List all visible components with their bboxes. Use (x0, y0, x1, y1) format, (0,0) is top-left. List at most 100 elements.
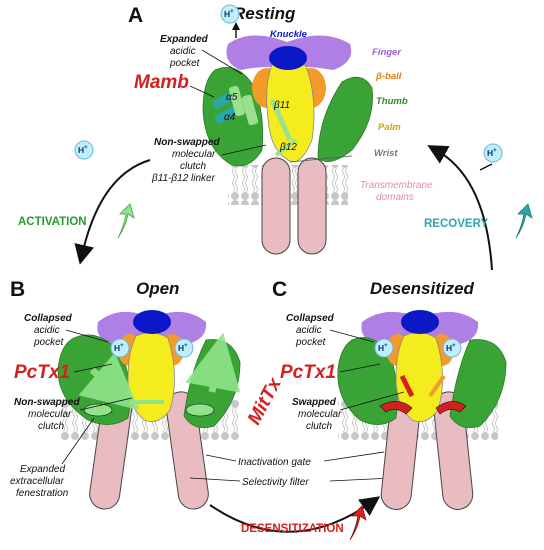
label-fen-1: Expanded (20, 464, 65, 475)
desensitization-arc (209, 496, 381, 533)
svg-text:H+: H+ (78, 145, 88, 155)
palm-domain-c (395, 332, 443, 423)
pocket-pointer-c (329, 329, 375, 343)
proton-cr-text: H (446, 343, 452, 353)
label-thumb: Thumb (376, 96, 408, 107)
svg-text:H+: H+ (178, 343, 188, 353)
clutch-pointer-c (339, 391, 405, 411)
panel-open: B Open H+ H+ Collapsed acidic pocket (10, 278, 286, 510)
label-pocket-b-1: Collapsed (24, 313, 73, 324)
label-tm-line2: domains (376, 192, 414, 203)
palm-domain-a (266, 60, 315, 163)
label-clutch-b-1: Non-swapped (14, 397, 80, 408)
pocket-pointer-a (201, 49, 243, 75)
label-pctx1-desens: PcTx1 (280, 362, 336, 383)
panel-letter-c: C (272, 278, 287, 301)
label-alpha5: α5 (226, 92, 238, 103)
pocket-pointer-b (65, 329, 109, 343)
proton-exit-arrowhead-a (232, 22, 240, 30)
panel-title-resting: Resting (233, 4, 296, 23)
proton-badge-b-right: H+ (174, 338, 194, 358)
palm-domain-b (127, 332, 175, 423)
knuckle-domain-c (401, 310, 439, 334)
svg-text:H+: H+ (446, 343, 456, 353)
label-selectivity-filter: Selectivity filter (242, 477, 309, 488)
label-pocket-b-3: pocket (33, 337, 65, 348)
fen-pointer (61, 417, 95, 465)
label-clutch-a-4: β11-β12 linker (151, 173, 216, 184)
panel-resting: A Resting (128, 4, 433, 255)
label-pocket-a-2: acidic (170, 46, 196, 57)
thumb-domain-right-a (317, 76, 373, 162)
panel-letter-a: A (128, 4, 143, 27)
tm-domain-right-a (297, 157, 327, 255)
proton-cr-sup: + (452, 343, 456, 349)
label-pocket-c-3: pocket (295, 337, 327, 348)
proton-a-sup: + (230, 9, 234, 15)
label-clutch-b-2: molecular (28, 409, 72, 420)
desensitization-icon (349, 505, 367, 541)
label-pocket-b-2: acidic (34, 325, 60, 336)
cycle-arrows: ACTIVATION RECOVERY DESENSITIZATION H+ H… (18, 140, 533, 541)
label-finger: Finger (372, 47, 402, 58)
proton-left-text: H (78, 145, 84, 155)
beta11-strand-a (269, 98, 293, 142)
label-activation: ACTIVATION (18, 216, 87, 228)
svg-text:H+: H+ (114, 343, 124, 353)
label-desensitization: DESENSITIZATION (241, 523, 344, 535)
panel-desensitized: C Desensitized H+ H+ Collapsed acidic po… (272, 278, 507, 510)
proton-br-text: H (178, 343, 184, 353)
label-clutch-a-1: Non-swapped (154, 137, 220, 148)
label-wrist: Wrist (374, 148, 398, 159)
tm-domain-left-a (261, 157, 291, 255)
proton-bl-text: H (114, 343, 120, 353)
label-knuckle: Knuckle (270, 29, 308, 40)
proton-a-text: H (224, 9, 230, 19)
label-clutch-b-3: clutch (38, 421, 65, 432)
mittx-binding-arrows (78, 332, 241, 417)
inact-pointer-left (205, 454, 237, 462)
inact-pointer-right (323, 451, 385, 462)
activation-arc (74, 159, 151, 265)
clutch-pointer-a (221, 144, 267, 156)
label-recovery: RECOVERY (424, 218, 488, 230)
label-clutch-c-2: molecular (298, 409, 342, 420)
proton-right-text: H (487, 148, 493, 158)
label-inactivation-gate: Inactivation gate (238, 457, 311, 468)
proton-badge-b-left: H+ (110, 338, 130, 358)
proton-badge-c-right: H+ (442, 338, 462, 358)
pctx1-open-pointer (73, 363, 113, 373)
label-clutch-c-1: Swapped (292, 397, 337, 408)
label-alpha4: α4 (224, 112, 236, 123)
proton-badge-left: H+ (74, 140, 94, 160)
svg-text:H+: H+ (224, 9, 234, 19)
label-pocket-c-1: Collapsed (286, 313, 335, 324)
label-pocket-a-3: pocket (169, 58, 201, 69)
label-clutch-c-3: clutch (306, 421, 333, 432)
label-tm-line1: Transmembrane (360, 180, 433, 191)
proton-badge-a: H+ (220, 4, 240, 24)
activation-icon (117, 203, 135, 239)
proton-badge-c-left: H+ (374, 338, 394, 358)
label-beta-ball: β-ball (375, 71, 402, 82)
label-pctx1-open: PcTx1 (14, 362, 70, 383)
panel-title-desensitized: Desensitized (370, 279, 475, 298)
knuckle-domain-a (269, 46, 307, 70)
label-beta11: β11 (273, 100, 290, 111)
label-clutch-a-3: clutch (180, 161, 207, 172)
label-fen-2: extracellular (10, 476, 65, 487)
proton-br-sup: + (184, 343, 188, 349)
label-beta12: β12 (279, 142, 297, 153)
mamb-pointer (189, 85, 215, 98)
mamb-binding-arrows (212, 85, 259, 126)
svg-text:H+: H+ (378, 343, 388, 353)
proton-left-sup: + (84, 145, 88, 151)
wrist-pointer-a (289, 155, 353, 163)
recovery-arc (427, 145, 493, 271)
swapped-clutch-arrows (379, 374, 467, 415)
beta12-strand-a (274, 138, 298, 157)
clutch-pointer-b (79, 397, 133, 411)
proton-right-sup: + (493, 148, 497, 154)
recovery-proton-line (479, 163, 493, 171)
